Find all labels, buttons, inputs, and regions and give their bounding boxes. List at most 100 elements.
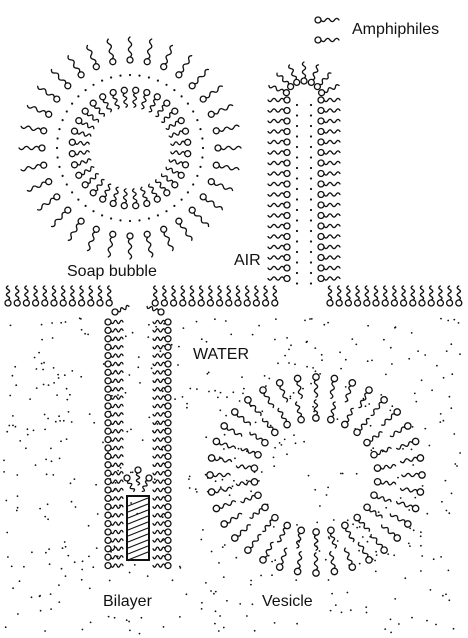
bubble-outer-amphiphile	[52, 207, 71, 226]
finger-right-amphiphile	[318, 192, 340, 198]
amphiphile-head	[226, 300, 232, 306]
amphiphile-tail	[43, 286, 46, 300]
amphiphile-head	[105, 546, 111, 552]
dot	[238, 448, 240, 450]
dot	[137, 366, 139, 368]
amphiphile-tail	[153, 564, 165, 567]
amphiphile-tail	[88, 174, 99, 184]
dot	[420, 570, 422, 572]
dot	[347, 592, 349, 594]
amphiphile-head	[54, 194, 60, 200]
amphiphile-head	[78, 72, 84, 78]
amphiphile-tail	[111, 472, 123, 475]
dot	[296, 177, 298, 179]
dot	[154, 478, 156, 480]
dot	[420, 545, 422, 547]
dot	[350, 609, 352, 611]
vesicle-inner-amphiphile	[250, 504, 268, 518]
bilayer-cap-amphiphile	[135, 467, 141, 485]
amphiphile-head	[284, 522, 290, 528]
vesicle-outer-amphiphile	[401, 488, 424, 495]
amphiphile-head	[244, 300, 250, 306]
bubble-inner-amphiphile	[90, 100, 104, 116]
dot	[199, 128, 201, 130]
dot	[202, 147, 204, 149]
dot	[41, 363, 43, 365]
bilayer-right-amphiphile	[153, 428, 171, 434]
bubble-outer-amphiphile	[144, 231, 153, 257]
amphiphile-head	[65, 207, 71, 213]
amphiphile-tail	[111, 547, 123, 550]
label-amphiphiles: Amphiphiles	[352, 22, 439, 38]
bilayer-right-amphiphile	[153, 462, 171, 468]
finger-right-amphiphile	[318, 276, 340, 282]
amphiphile-head	[284, 213, 290, 219]
vesicle-inner-amphiphile	[313, 529, 319, 550]
amphiphile-tail	[268, 98, 284, 101]
dot	[370, 449, 372, 451]
amphiphile-tail	[328, 286, 331, 300]
amphiphile-tail	[314, 553, 317, 570]
amphiphile-head	[105, 319, 111, 325]
dot	[397, 477, 399, 479]
dot	[408, 543, 410, 545]
dot	[436, 365, 438, 367]
dot	[39, 508, 41, 510]
dot	[129, 630, 131, 632]
dot	[234, 457, 236, 459]
dot	[48, 548, 50, 550]
amphiphile-head	[144, 201, 150, 207]
amphiphile-tail	[153, 455, 165, 458]
dot	[390, 347, 392, 349]
bilayer-left-amphiphile	[105, 411, 123, 417]
surface-amphiphile	[336, 286, 342, 306]
dot	[296, 282, 298, 284]
dot	[12, 415, 14, 417]
dot	[296, 104, 298, 106]
amphiphile-head	[165, 327, 171, 333]
amphiphile-head	[313, 415, 319, 421]
amphiphile-tail	[111, 413, 123, 416]
amphiphile-tail	[227, 428, 242, 437]
bubble-outer-amphiphile	[161, 226, 173, 250]
bubble-inner-amphiphile	[149, 184, 161, 202]
amphiphile-tail	[52, 212, 66, 226]
amphiphile-tail	[346, 528, 354, 541]
amphiphile-tail	[108, 237, 112, 257]
amphiphile-head	[105, 336, 111, 342]
label-air: AIR	[234, 253, 261, 269]
amphiphile-tail	[324, 182, 340, 185]
amphiphile-tail	[147, 237, 153, 257]
amphiphile-head	[165, 521, 171, 527]
surface-amphiphile	[198, 286, 204, 306]
bilayer-left-amphiphile	[105, 529, 123, 535]
dot	[289, 398, 291, 400]
dot	[82, 560, 84, 562]
dot	[408, 509, 410, 511]
amphiphile-head	[284, 150, 290, 156]
amphiphile-head	[165, 479, 171, 485]
bubble-inner-amphiphile	[156, 180, 170, 196]
amphiphile-head	[208, 489, 214, 495]
dot	[220, 392, 222, 394]
label-water: WATER	[193, 347, 249, 363]
bilayer-left-amphiphile	[105, 554, 123, 560]
amphiphile-head	[294, 79, 300, 85]
dot	[58, 601, 60, 603]
surface-amphiphile	[88, 286, 94, 306]
dot	[71, 191, 73, 193]
amphiphile-head	[284, 421, 290, 427]
bubble-inner-amphiphile	[133, 87, 139, 107]
dot	[459, 452, 461, 454]
dot	[181, 199, 183, 201]
amphiphile-head	[105, 344, 111, 350]
bilayer-right-amphiphile	[153, 327, 171, 333]
amphiphile-head	[221, 423, 227, 429]
amphiphile-head	[318, 223, 324, 229]
dot	[223, 576, 225, 578]
amphiphile-head	[105, 537, 111, 543]
amphiphile-head	[284, 97, 290, 103]
dot	[196, 388, 198, 390]
amphiphile-head	[318, 213, 324, 219]
amphiphile-head	[294, 375, 300, 381]
